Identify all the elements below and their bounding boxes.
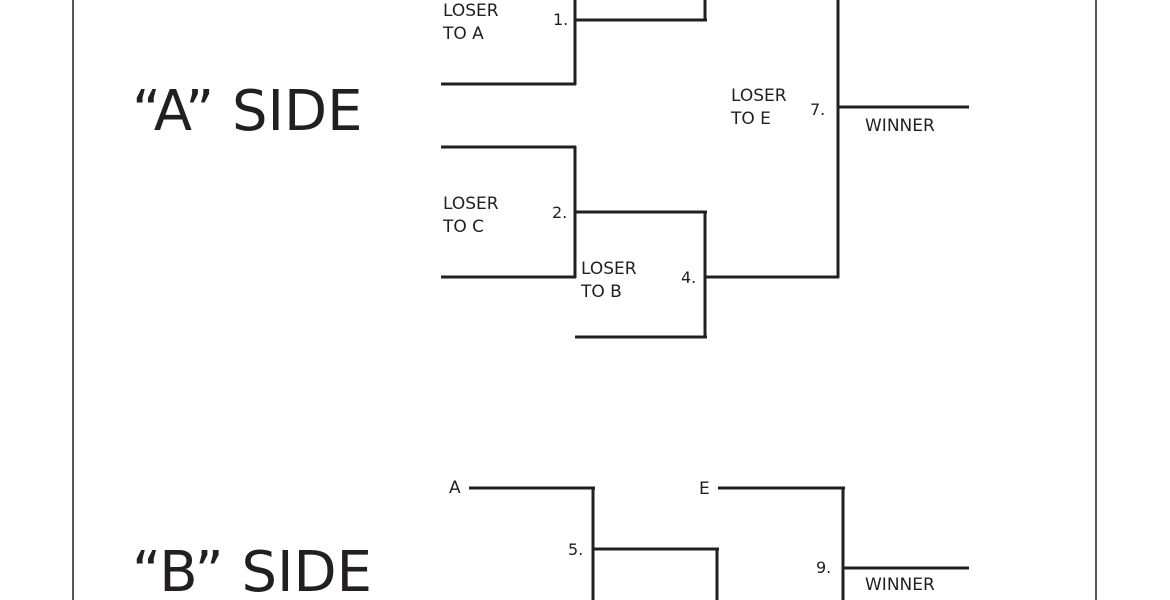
- entry-a-label: A: [449, 478, 461, 498]
- loser-to-c-line2: TO C: [442, 217, 484, 237]
- a-winner-label: WINNER: [865, 116, 935, 136]
- match-7-number: 7.: [810, 100, 825, 119]
- loser-to-c-line1: LOSER: [443, 194, 499, 214]
- loser-to-a-line2: TO A: [442, 24, 484, 44]
- match-2-number: 2.: [552, 203, 567, 222]
- match-5-number: 5.: [568, 540, 583, 559]
- b-winner-label: WINNER: [865, 575, 935, 595]
- match-1-number: 1.: [553, 10, 568, 29]
- loser-to-e-line1: LOSER: [731, 86, 787, 106]
- loser-to-b-line1: LOSER: [581, 259, 637, 279]
- entry-e-label: E: [699, 479, 710, 499]
- a-side-heading: “A” SIDE: [132, 79, 363, 144]
- loser-to-b-line2: TO B: [580, 282, 622, 302]
- b-side-heading: “B” SIDE: [132, 540, 372, 600]
- match-9-number: 9.: [816, 558, 831, 577]
- loser-to-e-line2: TO E: [730, 109, 771, 129]
- loser-to-a-line1: LOSER: [443, 1, 499, 21]
- match-4-number: 4.: [681, 268, 696, 287]
